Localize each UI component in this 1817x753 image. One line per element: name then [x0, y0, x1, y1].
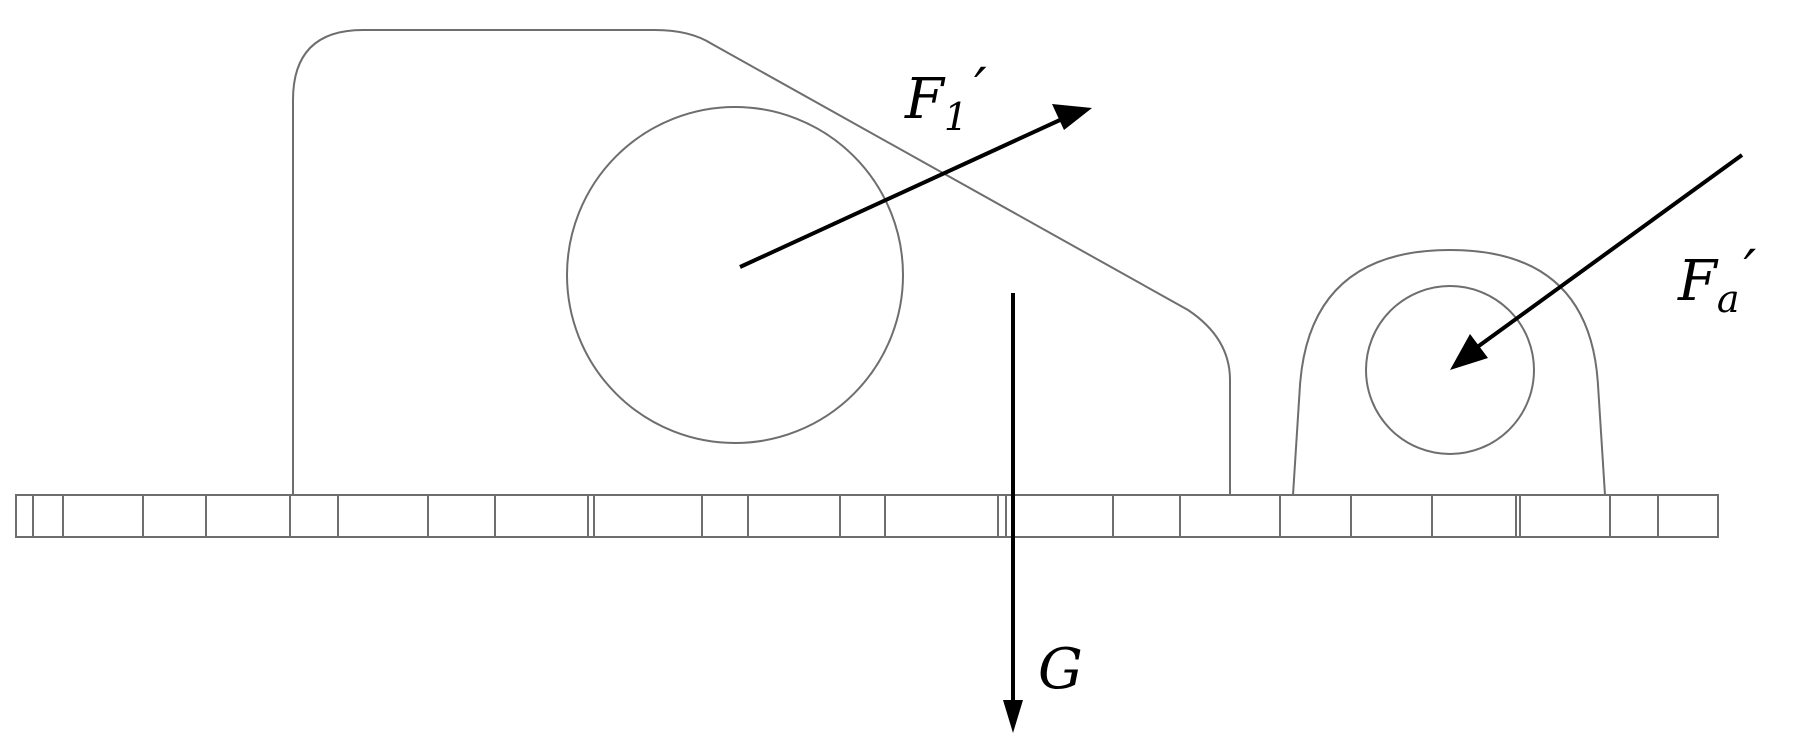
force-f1-arrow	[739, 104, 1092, 269]
small-hole	[1365, 285, 1535, 455]
force-fa-label: Fa′	[1677, 239, 1757, 321]
force-g-arrow	[1003, 293, 1023, 733]
plate-segments	[32, 495, 1659, 537]
force-f1-label: F1′	[904, 57, 987, 139]
force-fa-arrow	[1450, 153, 1744, 370]
base-plate	[15, 494, 1719, 538]
large-hole	[566, 106, 904, 444]
small-lug	[1292, 248, 1606, 496]
force-g-label: G	[1038, 637, 1083, 702]
large-bracket	[292, 29, 1231, 495]
